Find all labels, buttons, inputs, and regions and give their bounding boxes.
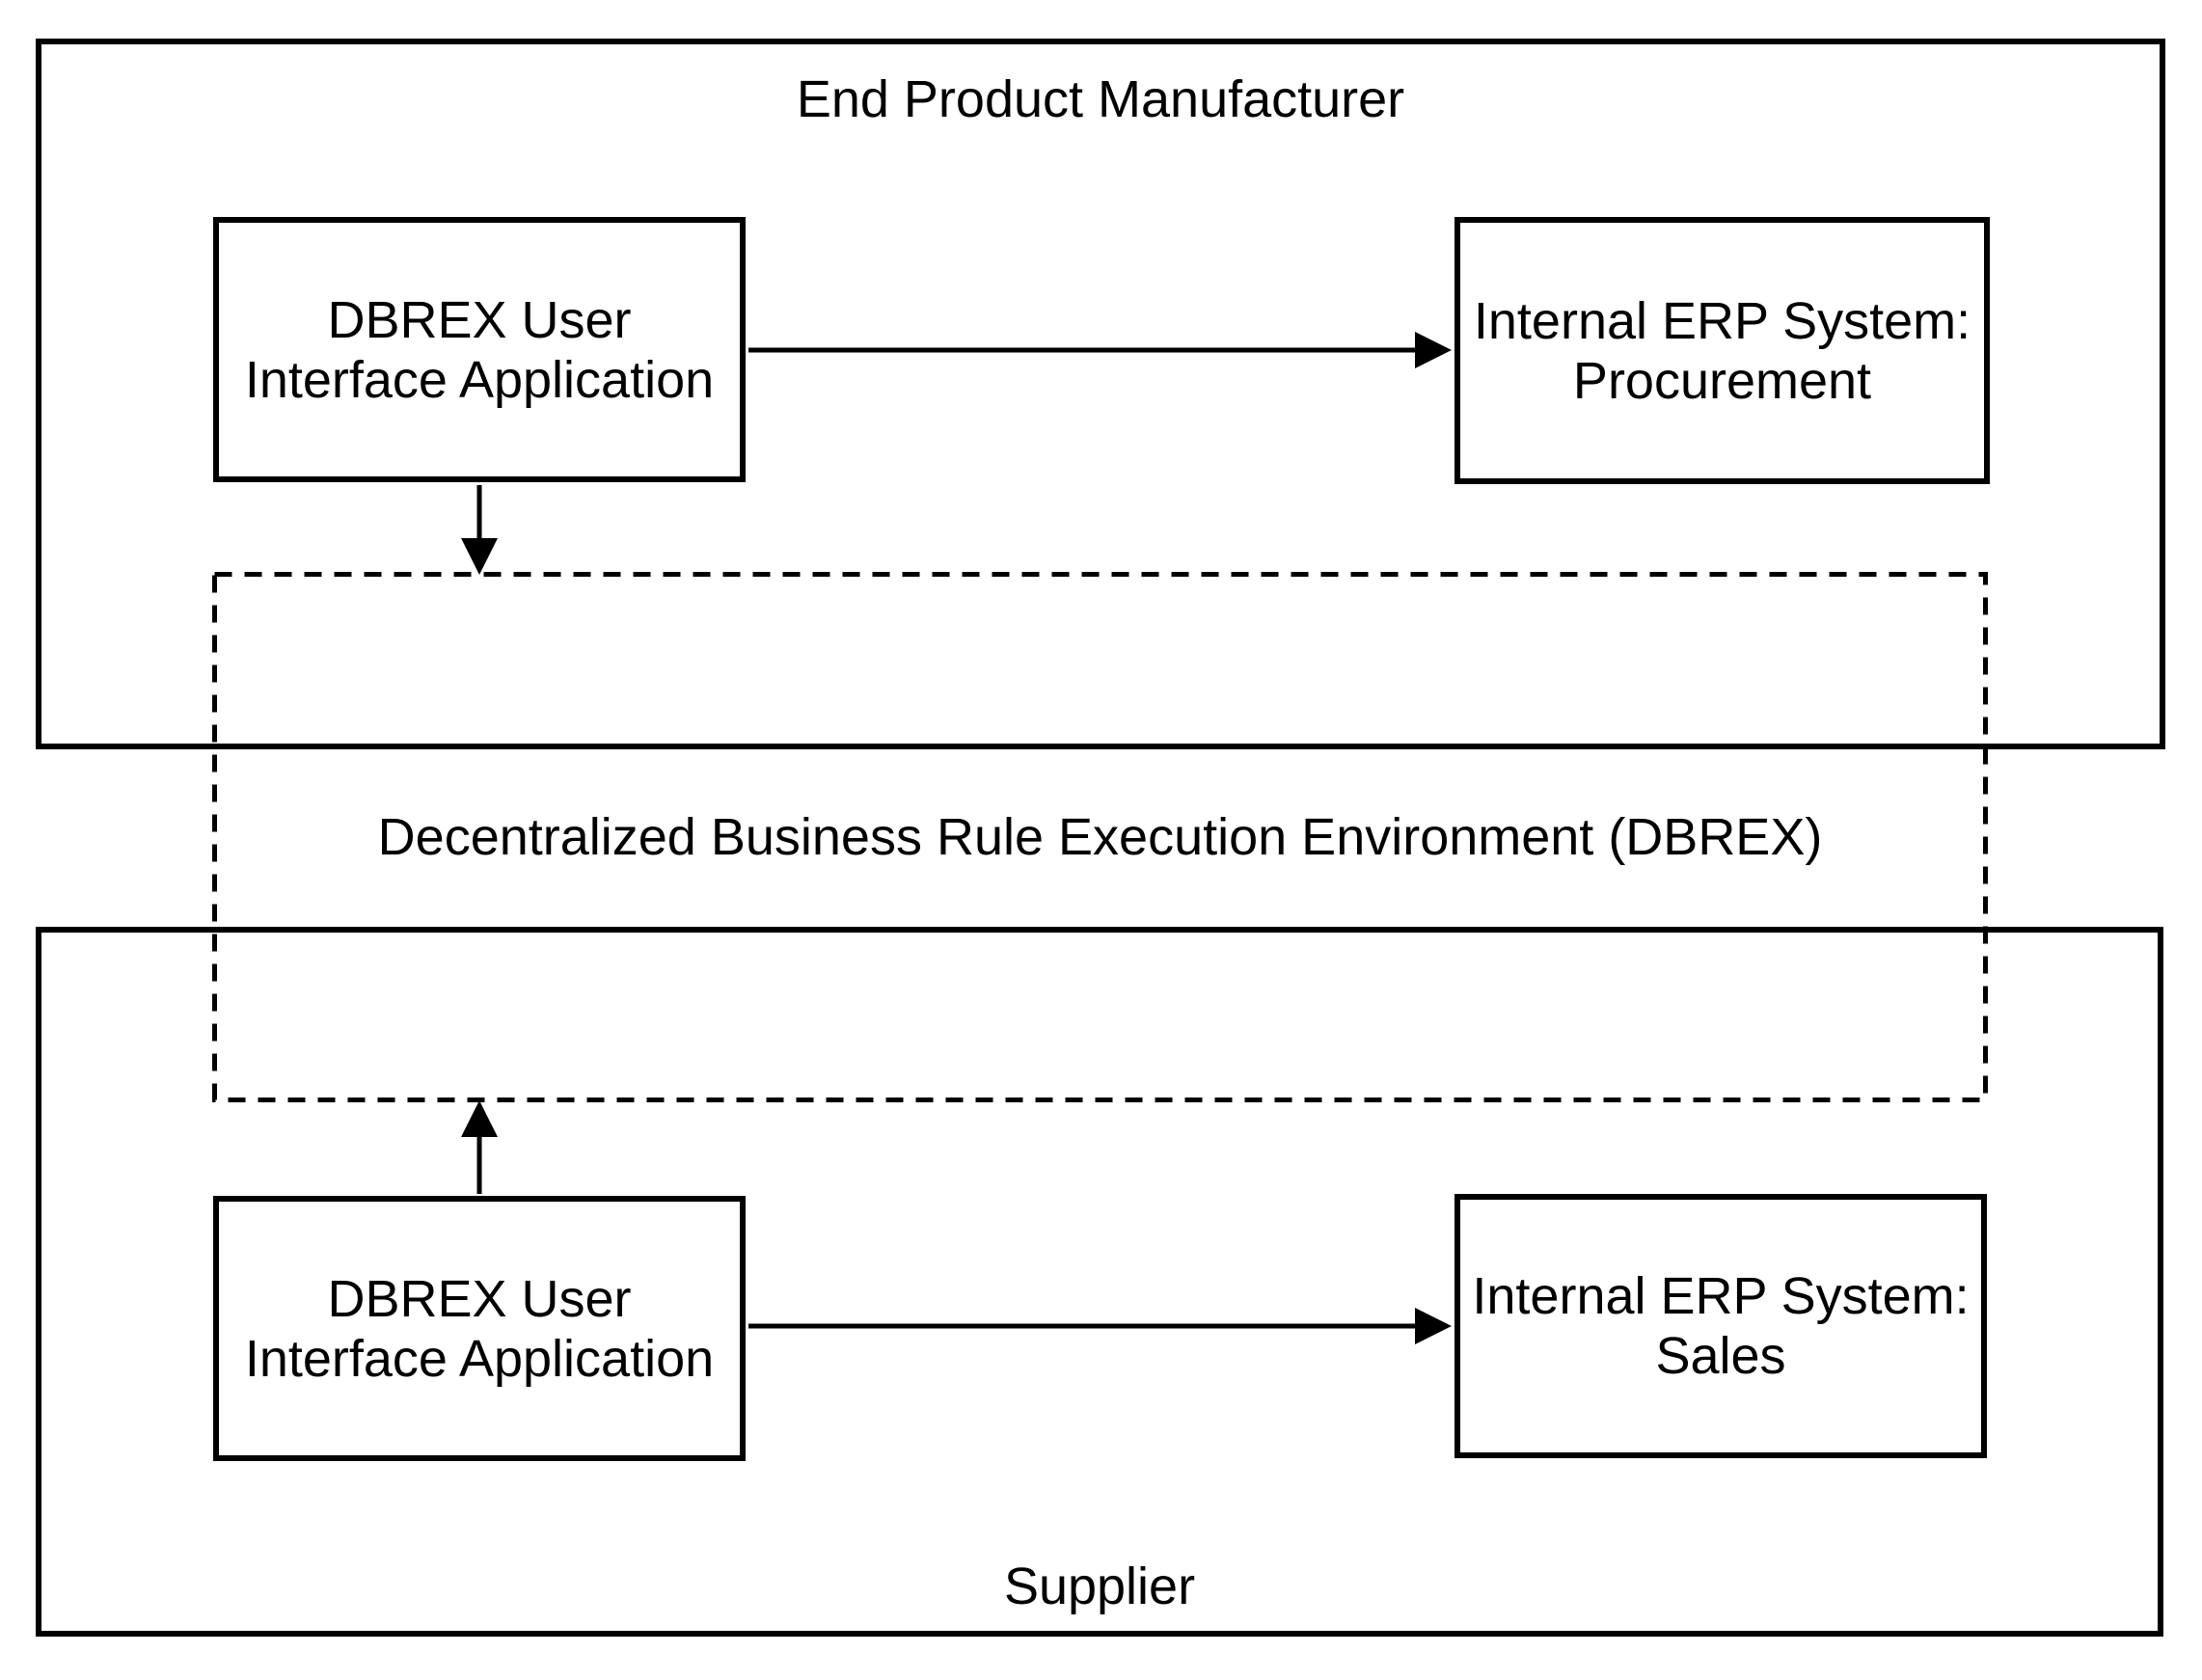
supplier-erp-label-line1: Internal ERP System:	[1472, 1267, 1970, 1325]
supplier-zone-title: Supplier	[1003, 1558, 1196, 1615]
supplier-ui-app-node: DBREX User Interface Application	[213, 1196, 746, 1461]
manufacturer-ui-app-label-line2: Interface Application	[244, 350, 715, 409]
manufacturer-erp-label-line1: Internal ERP System:	[1473, 291, 1971, 350]
manufacturer-erp-label-line2: Procurement	[1572, 351, 1872, 410]
supplier-ui-app-label-line2: Interface Application	[244, 1329, 715, 1388]
supplier-ui-app-label-line1: DBREX User	[327, 1269, 632, 1328]
manufacturer-ui-app-node: DBREX User Interface Application	[213, 217, 746, 482]
manufacturer-erp-node: Internal ERP System: Procurement	[1454, 217, 1990, 484]
supplier-erp-label-line2: Sales	[1655, 1327, 1786, 1385]
manufacturer-zone-title: End Product Manufacturer	[796, 70, 1405, 128]
manufacturer-ui-app-label-line1: DBREX User	[327, 290, 632, 349]
supplier-erp-node: Internal ERP System: Sales	[1454, 1194, 1987, 1458]
